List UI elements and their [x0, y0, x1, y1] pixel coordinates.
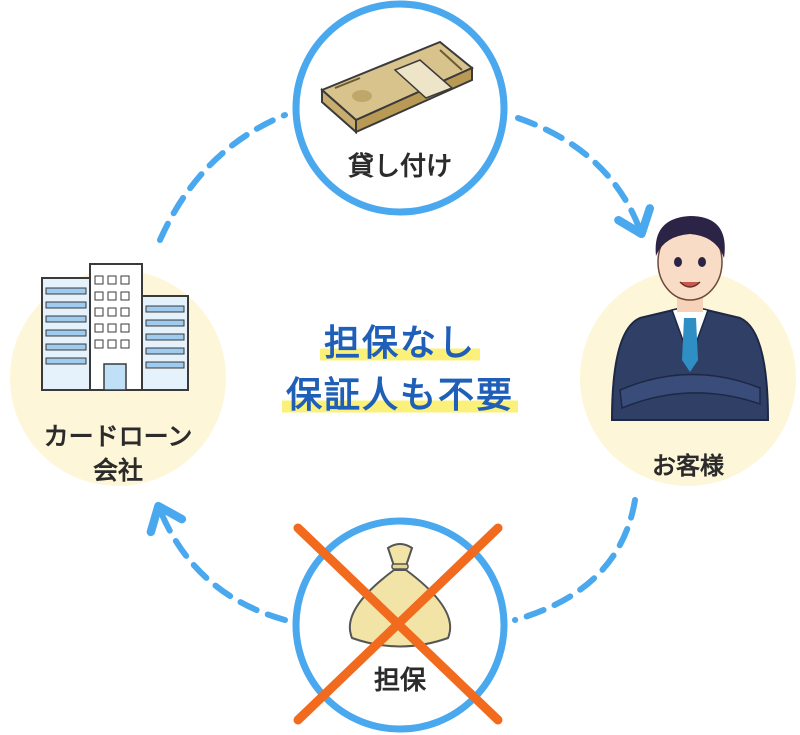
arrow-collateral-to-company [146, 501, 288, 623]
loan-label: 貸し付け [347, 152, 452, 182]
company-label-line1: カードローン [43, 422, 193, 451]
businessman-icon [610, 216, 770, 421]
arrow-company-to-loan [157, 112, 288, 243]
company-label-line2: 会社 [92, 456, 143, 485]
office-building-icon [41, 263, 189, 391]
money-bag-icon [348, 543, 452, 648]
cross-out-mark [293, 523, 503, 725]
money-bundle-icon [320, 40, 474, 135]
customer-label: お客様 [652, 452, 724, 480]
center-text-line1: 担保なし [0, 314, 800, 366]
center-text-line2-text: 保証人も不要 [281, 375, 518, 416]
center-text-line2: 保証人も不要 [0, 366, 800, 418]
arrow-loan-to-customer [515, 115, 655, 239]
company-label: カードローン 会社 [10, 420, 226, 488]
center-text-line1-text: 担保なし [319, 323, 480, 364]
arrow-customer-to-collateral [512, 497, 638, 623]
collateral-label: 担保 [373, 666, 426, 696]
